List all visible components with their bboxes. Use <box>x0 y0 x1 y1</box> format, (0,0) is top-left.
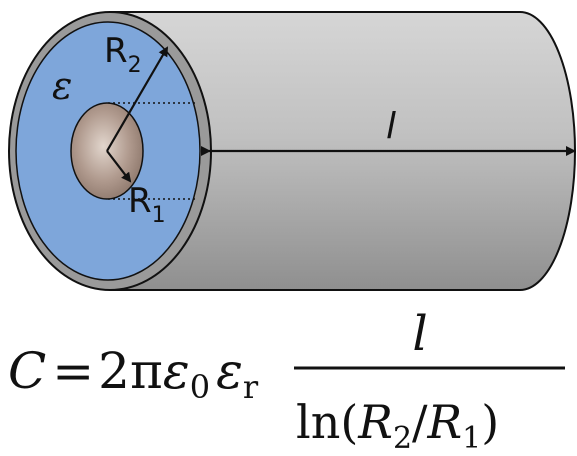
inner-radius-arrow <box>106 150 132 183</box>
inner-radius-label: R1 <box>128 181 166 228</box>
outer-radius-subscript: 2 <box>128 53 142 78</box>
dielectric-label: ε <box>52 64 72 108</box>
formula-denominator: ln(R2/R1) <box>296 395 499 456</box>
formula-numerator: l <box>412 306 427 362</box>
outer-radius-label: R2 <box>104 31 142 78</box>
length-label: l <box>386 106 396 147</box>
inner-radius-subscript: 1 <box>152 203 166 228</box>
outer-radius-arrow <box>106 46 169 152</box>
